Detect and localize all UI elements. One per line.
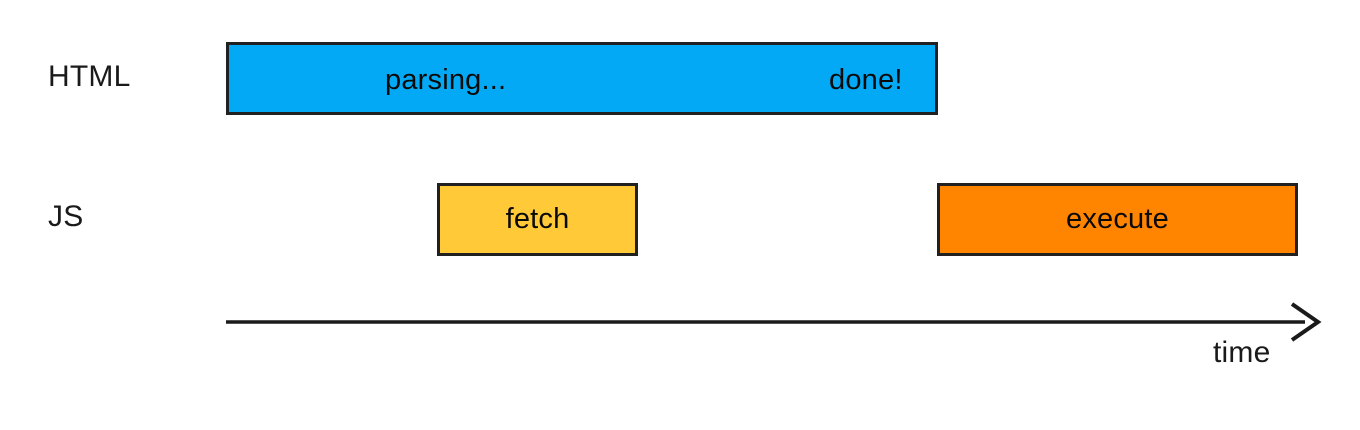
bar-label-fetch: fetch — [505, 203, 570, 235]
bar-label-execute: execute — [1066, 203, 1169, 235]
bar-js-execute: execute — [937, 183, 1298, 256]
bar-label-done: done! — [829, 64, 903, 96]
row-label-js: JS — [48, 200, 84, 233]
bar-html-parsing: parsing... done! — [226, 42, 938, 115]
bar-label-parsing: parsing... — [385, 64, 507, 96]
bar-js-fetch: fetch — [437, 183, 638, 256]
row-label-html: HTML — [48, 60, 131, 93]
time-axis-arrow-icon — [226, 302, 1322, 342]
axis-label-time: time — [1213, 336, 1271, 369]
